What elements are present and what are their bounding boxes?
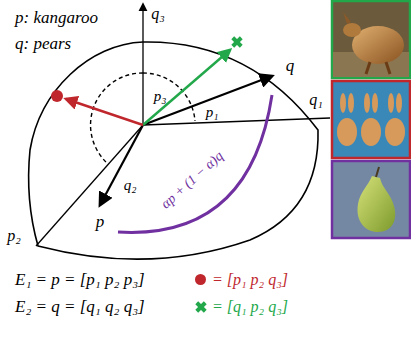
interpolation-arc	[118, 95, 272, 232]
vector-label: q	[286, 57, 295, 76]
vector-q	[143, 76, 272, 125]
sphere-outline	[29, 42, 318, 259]
axis-q1	[143, 118, 330, 125]
legend-cross	[193, 299, 210, 316]
red-dot	[51, 90, 63, 102]
vector-red	[66, 99, 143, 125]
axis-label: p₂	[7, 227, 21, 245]
vector-label: p	[96, 213, 105, 232]
vector-green	[143, 50, 230, 125]
legend-swatch	[195, 274, 206, 285]
image-pear	[332, 161, 410, 238]
vector-p	[100, 125, 143, 205]
title-label: p: kangaroo	[15, 9, 98, 28]
axis-p2	[36, 125, 143, 246]
angle-arc	[143, 73, 195, 121]
axis-label: q₂	[124, 177, 137, 194]
embedding-equation: E₁ = p = [p₁ p₂ p₃]	[15, 271, 145, 290]
angle-arc	[91, 73, 143, 162]
embedding-equation: E₂ = q = [q₁ q₂ q₃]	[15, 298, 145, 317]
image-kangaroo-pear	[332, 1, 410, 78]
angle-label: p₁	[206, 104, 219, 121]
axis-label: q₃	[151, 5, 165, 23]
legend-text: = [q₁ p₂ q₃]	[212, 298, 288, 316]
title-label: q: pears	[15, 35, 71, 54]
angle-label: p₃	[154, 88, 167, 105]
legend-text: = [p₁ p₂ q₃]	[212, 271, 288, 289]
arc-label: αp + (1 − α)q	[158, 148, 226, 212]
image-rabbit-pears	[332, 81, 410, 158]
axis-q3	[142, 4, 143, 125]
green-cross	[229, 34, 246, 51]
axis-label: q₁	[309, 91, 323, 109]
